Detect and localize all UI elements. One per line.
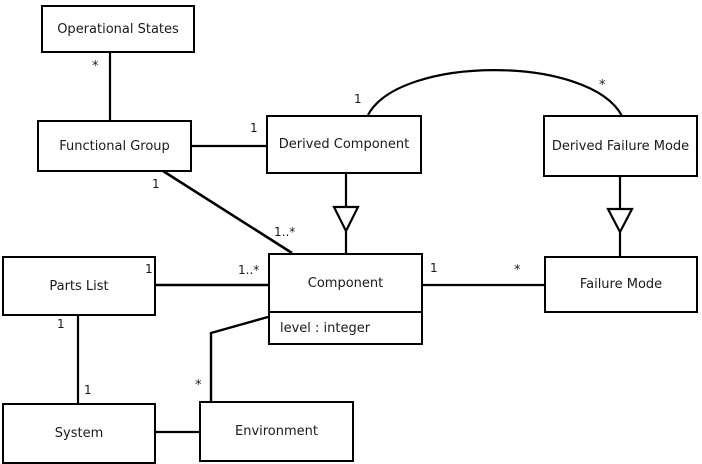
generalization-triangle-failure-mode — [606, 207, 634, 235]
class-box-operational-states[interactable]: Operational States — [41, 5, 195, 53]
multiplicity-operational-states: * — [92, 59, 99, 74]
class-name-component: Component — [307, 275, 384, 291]
multiplicity-parts-list-right: 1 — [145, 262, 153, 276]
class-box-system[interactable]: System — [2, 403, 156, 464]
class-name-environment: Environment — [234, 424, 318, 439]
multiplicity-environment-up: * — [195, 378, 202, 393]
multiplicity-parts-list-down: 1 — [57, 317, 65, 331]
class-name-system: System — [54, 426, 104, 441]
class-box-failure-mode[interactable]: Failure Mode — [544, 256, 698, 313]
multiplicity-component-upper-left: 1..* — [274, 225, 296, 239]
connector-component-environment — [209, 315, 269, 401]
class-name-derived-component: Derived Component — [278, 137, 410, 152]
class-box-parts-list[interactable]: Parts List — [2, 256, 156, 316]
multiplicity-derived-component-left: 1 — [250, 121, 258, 135]
multiplicity-arc-right: * — [599, 78, 606, 93]
multiplicity-functional-group-down: 1 — [152, 177, 160, 191]
multiplicity-component-left: 1..* — [238, 263, 260, 277]
class-box-functional-group[interactable]: Functional Group — [37, 120, 192, 172]
class-name-failure-mode: Failure Mode — [579, 277, 663, 292]
class-name-derived-failure-mode: Derived Failure Mode — [551, 138, 690, 154]
class-attribute-component-level: level : integer — [270, 311, 421, 343]
class-box-environment[interactable]: Environment — [199, 401, 354, 462]
multiplicity-system-up: 1 — [84, 383, 92, 397]
connector-derived-component-derived-failure-mode — [367, 69, 623, 117]
class-box-derived-failure-mode[interactable]: Derived Failure Mode — [543, 115, 698, 177]
class-box-derived-component[interactable]: Derived Component — [266, 115, 422, 174]
connector-functional-group-component — [162, 169, 293, 255]
multiplicity-failure-mode-left: * — [514, 263, 521, 278]
multiplicity-arc-left: 1 — [354, 92, 362, 106]
class-name-functional-group: Functional Group — [59, 138, 170, 154]
generalization-triangle-component — [332, 205, 360, 234]
class-box-component[interactable]: Component level : integer — [268, 253, 423, 345]
class-name-operational-states: Operational States — [57, 21, 179, 37]
multiplicity-component-right: 1 — [430, 261, 438, 275]
class-name-parts-list: Parts List — [49, 278, 109, 294]
